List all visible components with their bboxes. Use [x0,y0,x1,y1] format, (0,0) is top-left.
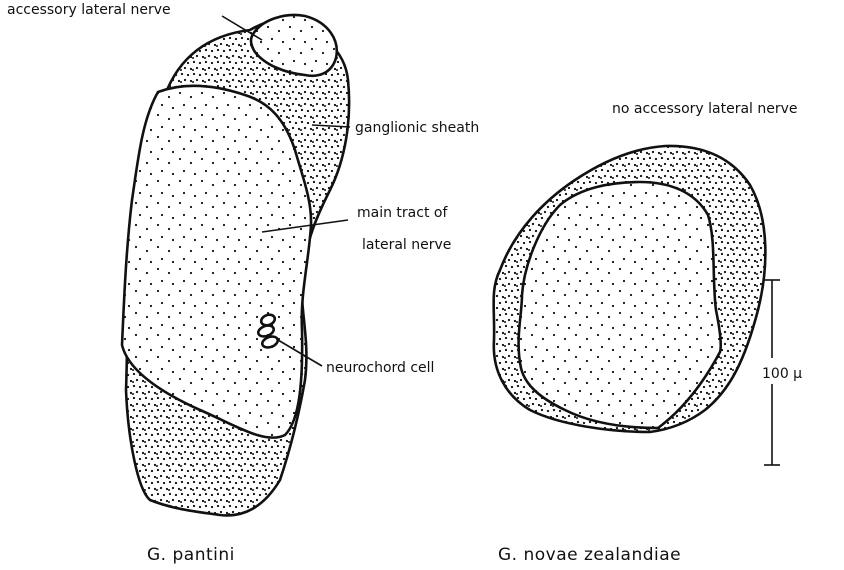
caption-left: G. pantini [147,545,235,565]
label-neurochord-cell: neurochord cell [326,360,434,376]
label-no-accessory-nerve: no accessory lateral nerve [612,101,798,117]
label-main-tract-line2: lateral nerve [362,237,451,253]
label-ganglionic-sheath: ganglionic sheath [355,120,479,136]
scale-bar: 100 μ [760,280,802,465]
caption-right: G. novae zealandiae [498,545,681,565]
left-specimen: accessory lateral nerve ganglionic sheat… [7,2,479,565]
label-accessory-lateral-nerve: accessory lateral nerve [7,2,171,18]
label-main-tract-line1: main tract of [357,205,448,221]
right-specimen: no accessory lateral nerve G. novae zeal… [494,101,798,565]
scale-bar-label: 100 μ [762,366,802,382]
